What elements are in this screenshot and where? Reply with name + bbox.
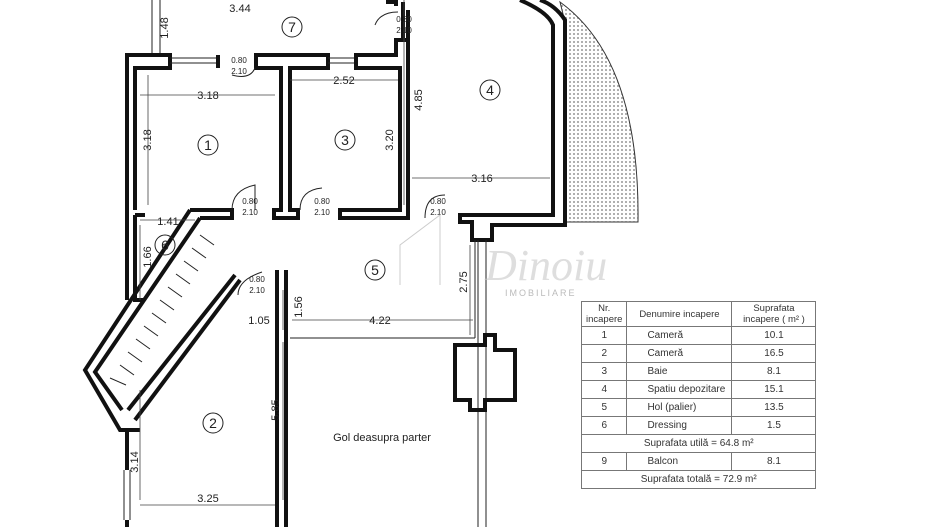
svg-text:2.10: 2.10 xyxy=(396,26,412,35)
dimension: 4.22 xyxy=(369,315,390,327)
door-swing xyxy=(231,11,446,296)
dimension: 3.20 xyxy=(384,129,396,150)
header-area: Suprafata incapere ( m² ) xyxy=(731,301,817,327)
cell-area: 1.5 xyxy=(731,416,817,435)
window xyxy=(123,470,131,520)
svg-text:0.80: 0.80 xyxy=(430,197,446,206)
wall xyxy=(386,0,405,40)
wall-top xyxy=(125,53,172,300)
void-outline xyxy=(290,240,487,527)
void-label: Gol deasupra parter xyxy=(333,432,431,444)
cell-nr: 9 xyxy=(580,452,628,471)
wall-t xyxy=(254,53,330,220)
cell-name: Baie xyxy=(626,362,733,381)
dimension: 3.18 xyxy=(197,90,218,102)
cell-name: Cameră xyxy=(626,326,733,345)
balcony-area xyxy=(559,0,639,223)
dimension: 2.52 xyxy=(333,75,354,87)
dimension: 3.14 xyxy=(129,451,141,472)
dimension: 1.41 xyxy=(157,216,178,228)
wall-room-2 xyxy=(125,270,288,527)
svg-text:0.80: 0.80 xyxy=(249,275,265,284)
dimension: 3.25 xyxy=(197,493,218,505)
watermark: Dinoiu xyxy=(484,241,607,290)
cell-nr: 4 xyxy=(580,380,628,399)
area-table: Nr. incapere Denumire incapere Suprafata… xyxy=(580,301,817,489)
dimension: 5.85 xyxy=(270,399,282,420)
dimension-top: 3.44 xyxy=(229,3,250,15)
stair-walls xyxy=(82,208,242,432)
dimension: 2.75 xyxy=(458,271,470,292)
svg-text:2.10: 2.10 xyxy=(231,67,247,76)
svg-text:2.10: 2.10 xyxy=(242,208,258,217)
svg-text:0.80: 0.80 xyxy=(242,197,258,206)
dimension: 3.18 xyxy=(142,129,154,150)
door-labels: 0.80 2.10 0.80 2.10 0.80 2.10 0.80 2.10 0.80… xyxy=(231,15,446,295)
cell-nr: 5 xyxy=(580,398,628,417)
cell-area: 13.5 xyxy=(731,398,817,417)
room-number: 1 xyxy=(204,137,212,153)
cell-area: 8.1 xyxy=(731,452,817,471)
room-number: 2 xyxy=(209,415,217,431)
header-name: Denumire incapere xyxy=(626,301,733,327)
svg-text:0.80: 0.80 xyxy=(314,197,330,206)
dimension-lines xyxy=(139,0,550,506)
cell-name: Dressing xyxy=(626,416,733,435)
cell-nr: 3 xyxy=(580,362,628,381)
watermark-logo xyxy=(399,214,441,285)
dimension: 3.16 xyxy=(471,173,492,185)
room-number: 7 xyxy=(288,19,296,35)
stair-steps xyxy=(109,234,215,386)
room-labels: 1 2 3 4 5 6 7 xyxy=(154,16,501,434)
svg-text:2.10: 2.10 xyxy=(249,286,265,295)
watermark-subtitle: IMOBILIARE xyxy=(505,288,577,298)
wall xyxy=(338,38,410,220)
dimension-labels: 3.44 1.48 3.18 3.18 2.52 3.20 4.85 3.16 … xyxy=(129,3,493,505)
total-area-row: Suprafata totală = 72.9 m² xyxy=(580,470,817,489)
window xyxy=(170,57,218,64)
wall xyxy=(190,208,234,220)
cell-area: 10.1 xyxy=(731,326,817,345)
room-number: 5 xyxy=(371,262,379,278)
cell-area: 16.5 xyxy=(731,344,817,363)
cell-area: 15.1 xyxy=(731,380,817,399)
room-7-outline xyxy=(151,0,161,55)
window xyxy=(328,57,356,64)
header-nr: Nr. incapere xyxy=(580,301,628,327)
cell-name: Cameră xyxy=(626,344,733,363)
svg-text:0.80: 0.80 xyxy=(396,15,412,24)
useful-area: Suprafata utilă = 64.8 m² xyxy=(580,434,817,453)
dimension: 1.66 xyxy=(142,246,154,267)
cell-nr: 2 xyxy=(580,344,628,363)
cell-name: Hol (palier) xyxy=(626,398,733,417)
cell-nr: 6 xyxy=(580,416,628,435)
room-number: 3 xyxy=(341,132,349,148)
dimension: 1.48 xyxy=(159,17,171,38)
cell-nr: 1 xyxy=(580,326,628,345)
wall-room-4 xyxy=(406,0,567,242)
cell-name: Balcon xyxy=(626,452,733,471)
total-area: Suprafata totală = 72.9 m² xyxy=(580,470,817,489)
useful-area-row: Suprafata utilă = 64.8 m² xyxy=(580,434,817,453)
cell-area: 8.1 xyxy=(731,362,817,381)
svg-text:2.10: 2.10 xyxy=(314,208,330,217)
room-number: 4 xyxy=(486,82,494,98)
svg-text:0.80: 0.80 xyxy=(231,56,247,65)
table-header: Nr. incapere Denumire incapere Suprafata… xyxy=(580,301,817,327)
room-number: 6 xyxy=(161,237,169,253)
svg-text:2.10: 2.10 xyxy=(430,208,446,217)
column xyxy=(453,333,517,412)
dimension: 1.56 xyxy=(293,296,305,317)
dimension: 1.05 xyxy=(248,315,269,327)
dimension: 4.85 xyxy=(413,89,425,110)
cell-name: Spatiu depozitare xyxy=(626,380,733,399)
